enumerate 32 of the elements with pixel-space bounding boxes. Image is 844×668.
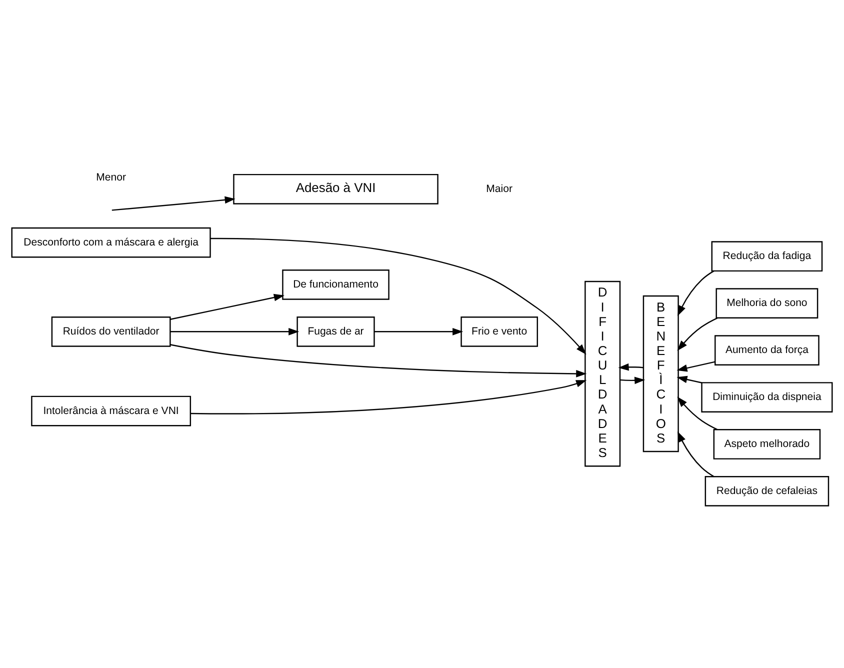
arrow bbox=[618, 362, 644, 370]
node-box: Frio e vento bbox=[460, 316, 538, 346]
node-box: Redução da fadiga bbox=[711, 240, 823, 272]
node-box: Redução de cefaleias bbox=[704, 476, 830, 506]
node-box: Melhoria do sono bbox=[716, 288, 818, 318]
arrow bbox=[678, 430, 714, 477]
node-box: Intolerância à máscara e VNI bbox=[31, 395, 192, 426]
node-box: Ruídos do ventilador bbox=[51, 316, 171, 346]
arrow bbox=[374, 327, 464, 335]
arrow bbox=[678, 270, 714, 316]
node-box: Adesão à VNI bbox=[233, 173, 438, 204]
arrow bbox=[677, 316, 718, 350]
node-box: De funcionamento bbox=[282, 269, 390, 300]
arrow bbox=[170, 344, 587, 377]
node-box: Fugas de ar bbox=[296, 316, 375, 346]
arrow bbox=[170, 293, 284, 320]
arrow bbox=[677, 396, 718, 430]
arrow bbox=[620, 376, 646, 384]
arrow bbox=[170, 327, 300, 335]
label: Maior bbox=[486, 182, 512, 194]
node-box: Aspeto melhorado bbox=[713, 428, 821, 459]
arrow bbox=[676, 375, 702, 383]
arrow bbox=[190, 380, 587, 414]
arrow bbox=[210, 237, 586, 354]
node-box: BENEFÌCIOS bbox=[642, 294, 679, 452]
arrow bbox=[676, 360, 716, 372]
node-box: Desconforto com a máscara e alergia bbox=[11, 226, 211, 258]
node-box: Diminuição da dispneia bbox=[701, 382, 833, 412]
node-box: DIFICULDADES bbox=[584, 280, 621, 466]
label: Menor bbox=[96, 171, 126, 184]
arrow bbox=[112, 196, 236, 210]
node-box: Aumento da força bbox=[714, 334, 820, 365]
